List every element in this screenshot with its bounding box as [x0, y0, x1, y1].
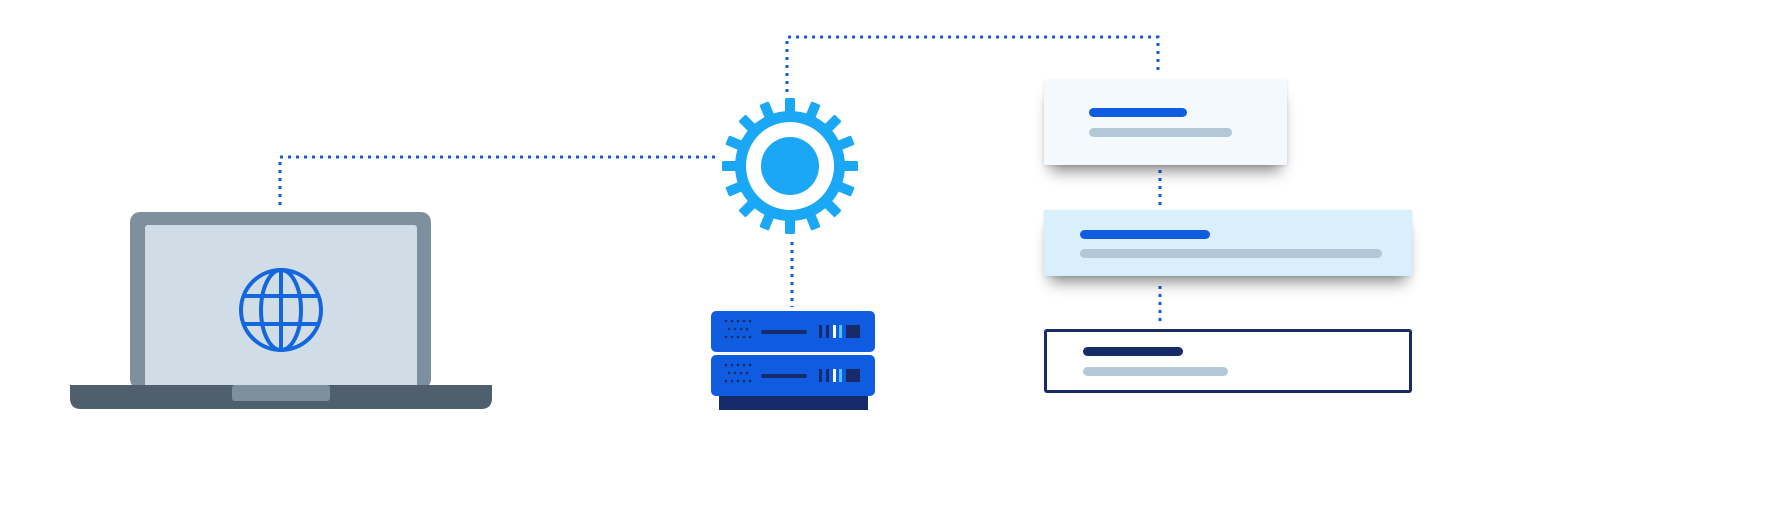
gear-icon	[722, 98, 858, 234]
server-vent-dot	[736, 319, 740, 323]
server-vent-dot	[730, 363, 734, 367]
server-unit-bottom-details	[724, 363, 860, 383]
server-slot	[761, 374, 807, 378]
server-vent-dot	[745, 371, 749, 375]
server-indicator	[819, 325, 822, 338]
server-indicator	[819, 369, 822, 382]
connectors	[278, 35, 1162, 324]
server-indicator	[846, 325, 860, 338]
server-vent-dot	[736, 379, 740, 383]
server-vent-dot	[742, 335, 746, 339]
server-feet	[719, 396, 868, 410]
server-vent-dot	[745, 327, 749, 331]
server-vent-dot	[748, 379, 752, 383]
server-indicator	[833, 369, 836, 382]
server-vent-dot	[727, 371, 731, 375]
server-vent-dot	[742, 363, 746, 367]
server-indicator	[846, 369, 860, 382]
connector-gear-to-cards	[785, 35, 1160, 92]
card-2-subtitle-bar	[1080, 249, 1382, 258]
server-indicator	[839, 369, 842, 382]
server-vent-dot	[727, 327, 731, 331]
card-3	[1044, 329, 1412, 393]
server-vent-dot	[730, 319, 734, 323]
server-vent-dot	[739, 327, 743, 331]
server-vent-dot	[739, 371, 743, 375]
card-3-title-bar	[1083, 347, 1183, 356]
server-indicator	[839, 325, 842, 338]
gear-hub	[761, 137, 819, 195]
server-vent-dot	[748, 363, 752, 367]
server-vent-dot	[724, 379, 728, 383]
server-vent-dot	[736, 335, 740, 339]
server-rack-icon	[711, 311, 875, 410]
card-3-subtitle-bar	[1083, 367, 1228, 376]
server-vent-dot	[733, 371, 737, 375]
server-vent-dot	[730, 379, 734, 383]
server-indicator	[826, 325, 829, 338]
card-1	[1044, 80, 1287, 165]
server-indicator	[833, 325, 836, 338]
server-vent-dot	[730, 335, 734, 339]
globe-icon	[239, 268, 323, 352]
server-vent-dot	[736, 363, 740, 367]
server-vent-dot	[742, 379, 746, 383]
card-1-subtitle-bar	[1089, 128, 1232, 137]
card-2-title-bar	[1080, 230, 1210, 239]
laptop-icon	[70, 212, 492, 409]
server-vent-dot	[742, 319, 746, 323]
server-slot	[761, 330, 807, 334]
card-2	[1044, 210, 1412, 276]
server-vent-dot	[724, 363, 728, 367]
card-1-title-bar	[1089, 108, 1187, 117]
server-vent-dot	[724, 319, 728, 323]
laptop-trackpad-notch	[232, 385, 330, 401]
server-indicator	[826, 369, 829, 382]
server-vent-dot	[733, 327, 737, 331]
server-vent-dot	[748, 319, 752, 323]
server-unit-top-details	[724, 319, 860, 339]
server-vent-dot	[724, 335, 728, 339]
connector-laptop-to-gear	[278, 155, 718, 205]
server-vent-dot	[748, 335, 752, 339]
